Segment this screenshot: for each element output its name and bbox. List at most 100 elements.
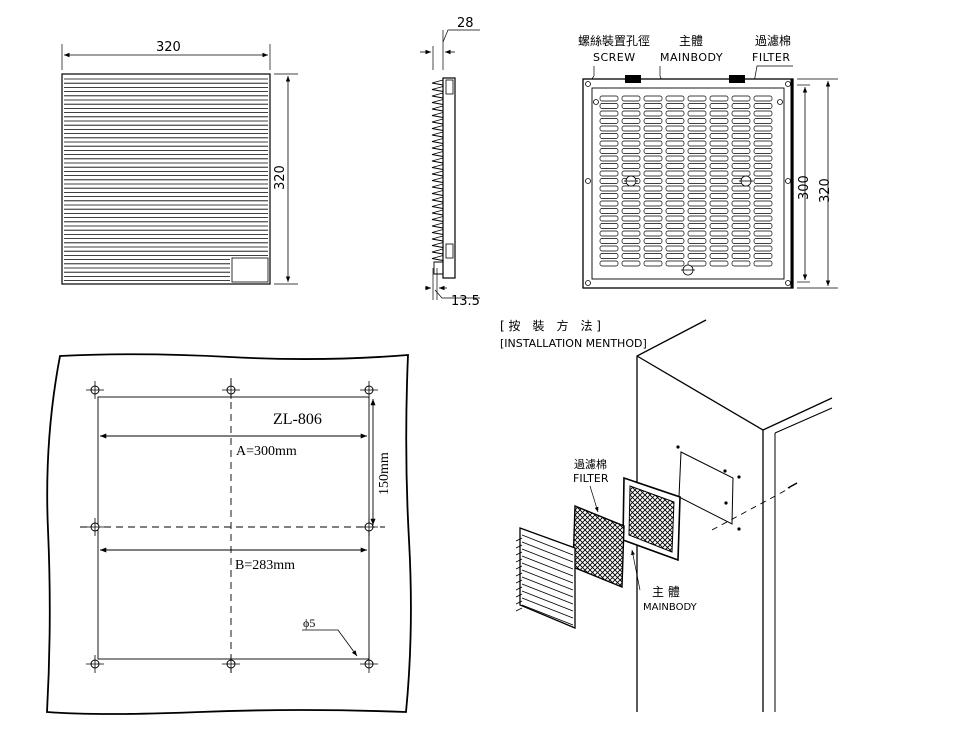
filter-slot	[709, 148, 729, 154]
grille-fin	[515, 562, 574, 584]
filter-slot	[643, 185, 663, 192]
install-grille	[519, 527, 576, 629]
mounting-holes	[86, 381, 378, 673]
side-fin	[431, 235, 444, 242]
filter-slot	[599, 140, 619, 147]
filter-slot	[731, 245, 751, 252]
filter-slot	[665, 95, 685, 102]
back-screw-holes	[585, 81, 791, 286]
filter-slot	[621, 253, 641, 259]
outer-height-label: 320	[818, 178, 833, 203]
side-fin	[431, 177, 444, 183]
side-fin	[431, 79, 444, 86]
filter-slot	[643, 125, 663, 132]
filter-slot	[731, 148, 751, 154]
filter-slot	[731, 200, 751, 207]
filter-slot	[687, 103, 707, 109]
filter-slot	[643, 118, 663, 124]
dimension-b-label: B=283mm	[235, 558, 295, 573]
filter-slot	[599, 163, 619, 169]
filter-slot	[665, 140, 685, 147]
filter-slot	[621, 223, 641, 229]
filter-slot	[731, 193, 751, 199]
filter-slot	[665, 133, 685, 139]
filter-slot	[687, 125, 707, 132]
filter-slot	[753, 103, 773, 109]
filter-slot	[665, 223, 685, 229]
cutout-template: ZL-806 A=300mm B=283mm 150mm ϕ5	[46, 353, 412, 715]
filter-slot	[753, 170, 773, 177]
filter-slot	[687, 193, 707, 199]
filter-slot	[599, 200, 619, 207]
filter-slot	[731, 133, 751, 139]
filter-slot	[599, 238, 619, 244]
filter-slot	[665, 260, 685, 267]
filter-slot	[643, 215, 663, 222]
filter-slot	[599, 95, 619, 102]
filter-slot	[709, 260, 729, 267]
filter-slot	[753, 230, 773, 237]
filter-slot	[665, 163, 685, 169]
filter-slot	[621, 170, 641, 177]
filter-slot	[643, 170, 663, 177]
install-filter	[572, 504, 625, 589]
filter-slot	[731, 118, 751, 124]
filter-slot	[753, 140, 773, 147]
filter-slot	[599, 110, 619, 117]
filter-slot	[665, 245, 685, 252]
filter-slot	[687, 185, 707, 192]
filter-slot	[687, 133, 707, 139]
filter-slot	[621, 125, 641, 132]
filter-slot	[709, 118, 729, 124]
filter-slot	[665, 155, 685, 162]
install-mainbody-en: MAINBODY	[643, 602, 698, 613]
filter-slot	[621, 245, 641, 252]
filter-slot	[687, 163, 707, 169]
filter-slot	[621, 103, 641, 109]
filter-slot	[709, 125, 729, 132]
screw-hole	[785, 81, 791, 87]
screw-hole	[585, 178, 591, 184]
filter-slot	[709, 223, 729, 229]
filter-slot	[599, 155, 619, 162]
filter-slot	[753, 110, 773, 117]
install-mainbody-cn: 主 體	[652, 585, 680, 599]
filter-slot	[621, 133, 641, 139]
filter-slot	[709, 133, 729, 139]
filter-slot	[753, 253, 773, 259]
filter-slot	[599, 253, 619, 259]
side-fin	[431, 86, 444, 92]
filter-slot	[643, 133, 663, 139]
filter-slot	[599, 208, 619, 214]
filter-slot	[753, 208, 773, 214]
side-fin	[431, 151, 444, 157]
grille-fin	[515, 541, 574, 563]
filter-slot	[687, 155, 707, 162]
side-fin	[431, 222, 444, 229]
filter-slot	[599, 103, 619, 109]
filter-slot	[731, 215, 751, 222]
filter-slot	[665, 238, 685, 244]
side-fin	[431, 196, 444, 203]
installation-view: [ 按 裝 方 法 ] [INSTALLATION MENTHOD] 過濾棉 F…	[500, 318, 833, 712]
filter-slot	[753, 133, 773, 139]
side-fin	[431, 248, 444, 255]
filter-slot	[731, 163, 751, 169]
side-fin	[431, 216, 444, 222]
grille-fin	[515, 604, 574, 626]
filter-slot	[643, 95, 663, 102]
dimension-150-label: 150mm	[377, 452, 392, 495]
filter-slot	[687, 170, 707, 177]
screw-label-en: SCREW	[593, 51, 636, 64]
filter-slot	[665, 208, 685, 214]
grille-fin	[515, 590, 574, 612]
install-title-cn: [ 按 裝 方 法 ]	[500, 318, 601, 333]
filter-slot	[665, 200, 685, 207]
filter-slot	[621, 110, 641, 117]
filter-slot	[665, 110, 685, 117]
side-fin	[431, 157, 444, 164]
filter-slot	[753, 193, 773, 199]
side-fin	[431, 105, 444, 112]
filter-slot	[643, 155, 663, 162]
